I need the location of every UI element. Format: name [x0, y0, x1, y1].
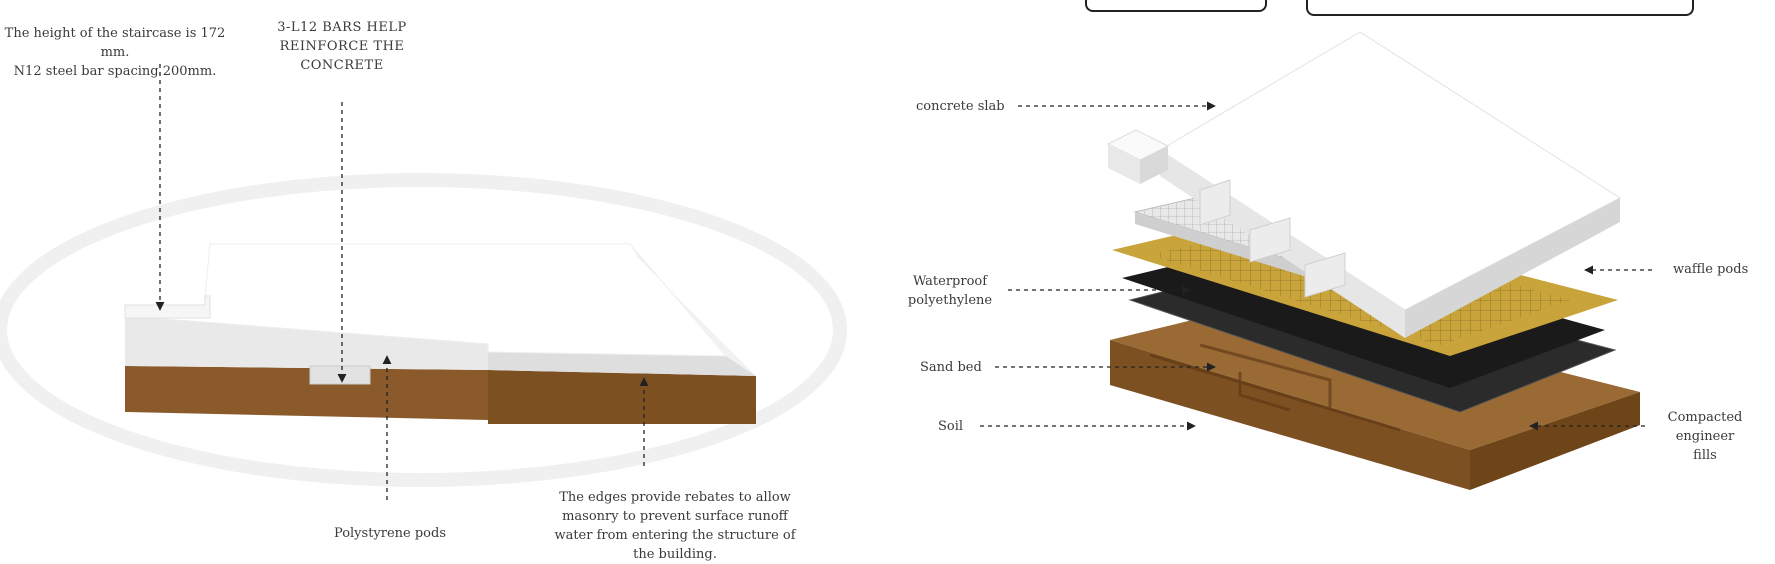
label-pods: Polystyrene pods: [270, 524, 510, 543]
reinforcement-notch: [310, 366, 370, 384]
label-edges: The edges provide rebates to allow mason…: [545, 488, 805, 564]
label-waffle-pods: waffle pods: [1673, 260, 1748, 279]
left-soil-front: [125, 366, 488, 420]
label-concrete-slab: concrete slab: [916, 97, 1005, 116]
staircase-step: [125, 296, 210, 318]
label-staircase: The height of the staircase is 172 mm. N…: [0, 24, 230, 81]
label-bars: 3-L12 BARS HELP REINFORCE THE CONCRETE: [262, 18, 422, 75]
label-soil: Soil: [938, 417, 963, 436]
label-compacted-fills: Compacted engineer fills: [1640, 408, 1770, 465]
label-sand-bed: Sand bed: [920, 358, 982, 377]
label-waterproof: Waterproof polyethylene: [900, 272, 1000, 310]
left-soil-front-right: [488, 370, 756, 424]
left-slab-section: [125, 244, 756, 424]
